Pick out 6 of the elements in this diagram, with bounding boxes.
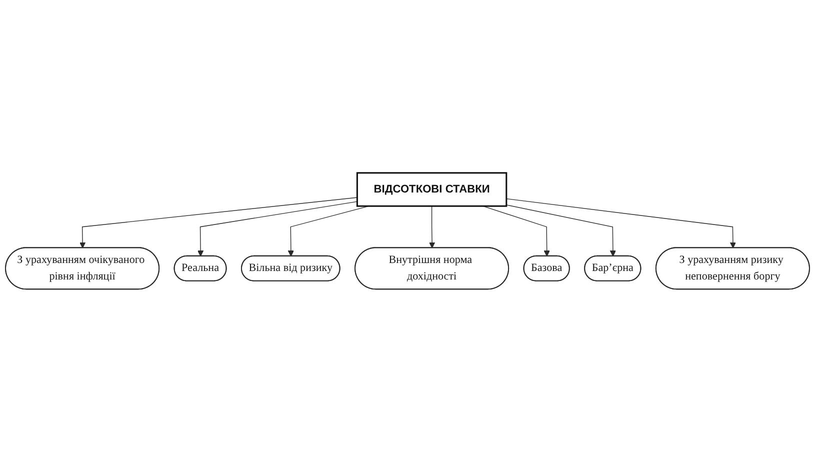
arrow bbox=[80, 197, 358, 248]
arrow bbox=[429, 206, 436, 248]
arrow bbox=[506, 198, 736, 248]
node-box: ВІДСОТКОВІ СТАВКИ bbox=[356, 172, 508, 207]
arrow bbox=[506, 204, 616, 257]
arrow bbox=[198, 201, 358, 257]
